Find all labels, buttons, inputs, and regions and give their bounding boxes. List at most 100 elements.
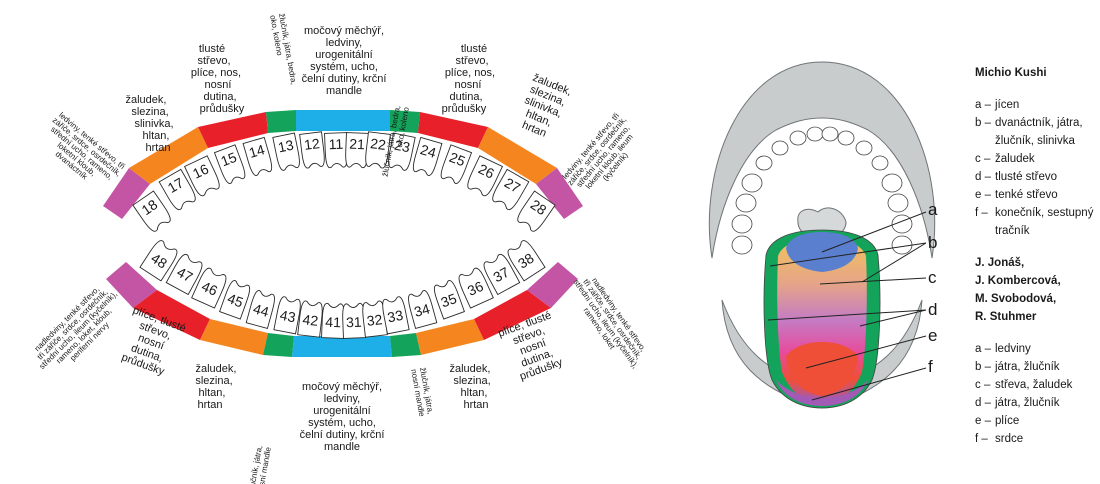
tooth-outline <box>219 280 251 320</box>
tooth-number: 45 <box>225 290 245 310</box>
tooth-number: 33 <box>386 307 405 326</box>
legend-item: b – játra, žlučník <box>975 358 1100 376</box>
tooth-outline <box>408 290 438 330</box>
tooth-number: 43 <box>279 307 298 326</box>
tooth-25: 25 <box>440 144 473 184</box>
label-line: dutina, <box>449 91 482 103</box>
legend-text: játra, žlučník <box>995 361 1060 373</box>
tooth-36: 36 <box>458 267 494 309</box>
upper-label-molars-left: žaludek, slezina, slinivka, hltan, hrtan <box>126 94 174 154</box>
tooth-number: 44 <box>251 300 270 320</box>
legend-item: c –střeva, žaludek <box>975 376 1100 394</box>
label-line: urogenitální <box>315 49 373 61</box>
mouth-tooth <box>887 193 909 213</box>
letter-d: d <box>928 300 937 319</box>
tooth-outline <box>412 136 443 176</box>
label-line: čelní dutiny, krční <box>302 73 387 85</box>
tooth-number: 12 <box>303 135 321 153</box>
tooth-26: 26 <box>467 155 504 197</box>
tooth-number: 36 <box>465 278 486 299</box>
lower-band-green-right <box>390 333 421 357</box>
tooth-number: 38 <box>515 250 537 272</box>
label-line: střevo, <box>455 55 488 67</box>
mouth-teeth <box>731 126 913 255</box>
tooth-outline <box>297 300 323 338</box>
tooth-number: 24 <box>419 141 439 161</box>
legend-gap <box>975 326 1100 340</box>
legend-key: b – <box>975 361 991 373</box>
tooth-outline <box>507 240 546 282</box>
label-line: dutina, <box>203 91 236 103</box>
label-line: tlusté <box>461 43 487 55</box>
tooth-number: 37 <box>490 264 512 286</box>
label-line: nosní <box>455 79 482 91</box>
legend-gap <box>975 82 1100 96</box>
legend-item: f – konečník, sestupný tračník <box>975 204 1100 240</box>
label-line: systém, ucho, <box>308 417 376 429</box>
upper-band-green-right <box>390 110 420 133</box>
lower-band-red-right <box>474 290 551 340</box>
letter-c: c <box>928 268 937 287</box>
tooth-outline <box>245 290 275 330</box>
letter-f: f <box>928 357 933 376</box>
legend-item: e –tenké střevo <box>975 186 1100 204</box>
tongue-tip-purple <box>776 380 868 406</box>
tooth-number: 42 <box>302 311 320 329</box>
legend-title-author: M. Svobodová, <box>975 293 1057 305</box>
tongue-tip-red <box>786 342 858 396</box>
letter-e: e <box>928 326 937 345</box>
legend-text: konečník, sestupný tračník <box>995 207 1094 237</box>
lower-label-premolars-right: žaludek, slezina, hltan, hrtan <box>450 363 491 411</box>
upper-label-molars3-right: ledviny, tenké střevo, tři zářiče, srdce… <box>561 111 635 191</box>
label-line: slezina, <box>195 375 232 387</box>
letter-a: a <box>928 200 938 219</box>
tooth-12: 12 <box>299 131 325 169</box>
tooth-number: 27 <box>502 174 524 196</box>
legend-key: a – <box>975 99 991 111</box>
label-line: střevo, <box>197 55 230 67</box>
mouth-tooth <box>741 173 763 193</box>
legend-text: srdce <box>995 433 1024 445</box>
mouth-tooth <box>755 155 773 171</box>
label-line: žaludek, <box>126 94 167 106</box>
lower-band-purple-right <box>527 262 578 308</box>
label-line: žaludek, <box>450 363 491 375</box>
tooth-42: 42 <box>297 300 323 338</box>
tooth-number: 11 <box>328 136 343 153</box>
label-line: hltan, <box>461 387 488 399</box>
legend-key: d – <box>975 397 991 409</box>
tooth-number: 35 <box>439 290 459 310</box>
legend-item: a – jícen <box>975 96 1100 114</box>
mouth-tooth <box>881 173 903 193</box>
upper-label-molars-right: žaludek, slezina, slinivka, hltan, hrtan <box>520 72 573 140</box>
tooth-number: 23 <box>393 137 412 156</box>
tooth-13: 13 <box>272 132 300 171</box>
tooth-outline <box>492 168 530 211</box>
tooth-number: 28 <box>528 196 550 218</box>
legend-item: e –plíce <box>975 412 1100 430</box>
tongue-letters: a b c d e f <box>928 200 938 376</box>
mouth-tooth <box>731 214 753 234</box>
lower-label-molars-left: plíce, tlusté střevo, nosní dutina, průd… <box>120 304 188 378</box>
tooth-outline <box>132 190 171 232</box>
legend-title-author: J. Jonáš, <box>975 257 1025 269</box>
tooth-43: 43 <box>273 296 301 335</box>
legend-text: žaludek <box>995 153 1035 165</box>
legend-key: c – <box>975 153 991 165</box>
label-line: mandle <box>326 85 362 97</box>
legend-text: jícen <box>995 99 1020 111</box>
label-line: urogenitální <box>313 405 371 417</box>
mouth-tooth <box>806 126 824 142</box>
tooth-outline <box>467 155 504 197</box>
label-line: slezina, <box>453 375 490 387</box>
label-line: čelní dutiny, krční <box>300 429 385 441</box>
upper-band-red-right <box>418 112 488 148</box>
tooth-number: 22 <box>369 135 387 153</box>
legend-key: f – <box>975 433 988 445</box>
legend-key: f – <box>975 207 988 219</box>
lower-label-canine-right: žlučník, játra, nosní mandle <box>409 367 435 418</box>
label-line: nosní <box>205 79 232 91</box>
legend-key: e – <box>975 189 991 201</box>
tooth-37: 37 <box>483 253 521 296</box>
